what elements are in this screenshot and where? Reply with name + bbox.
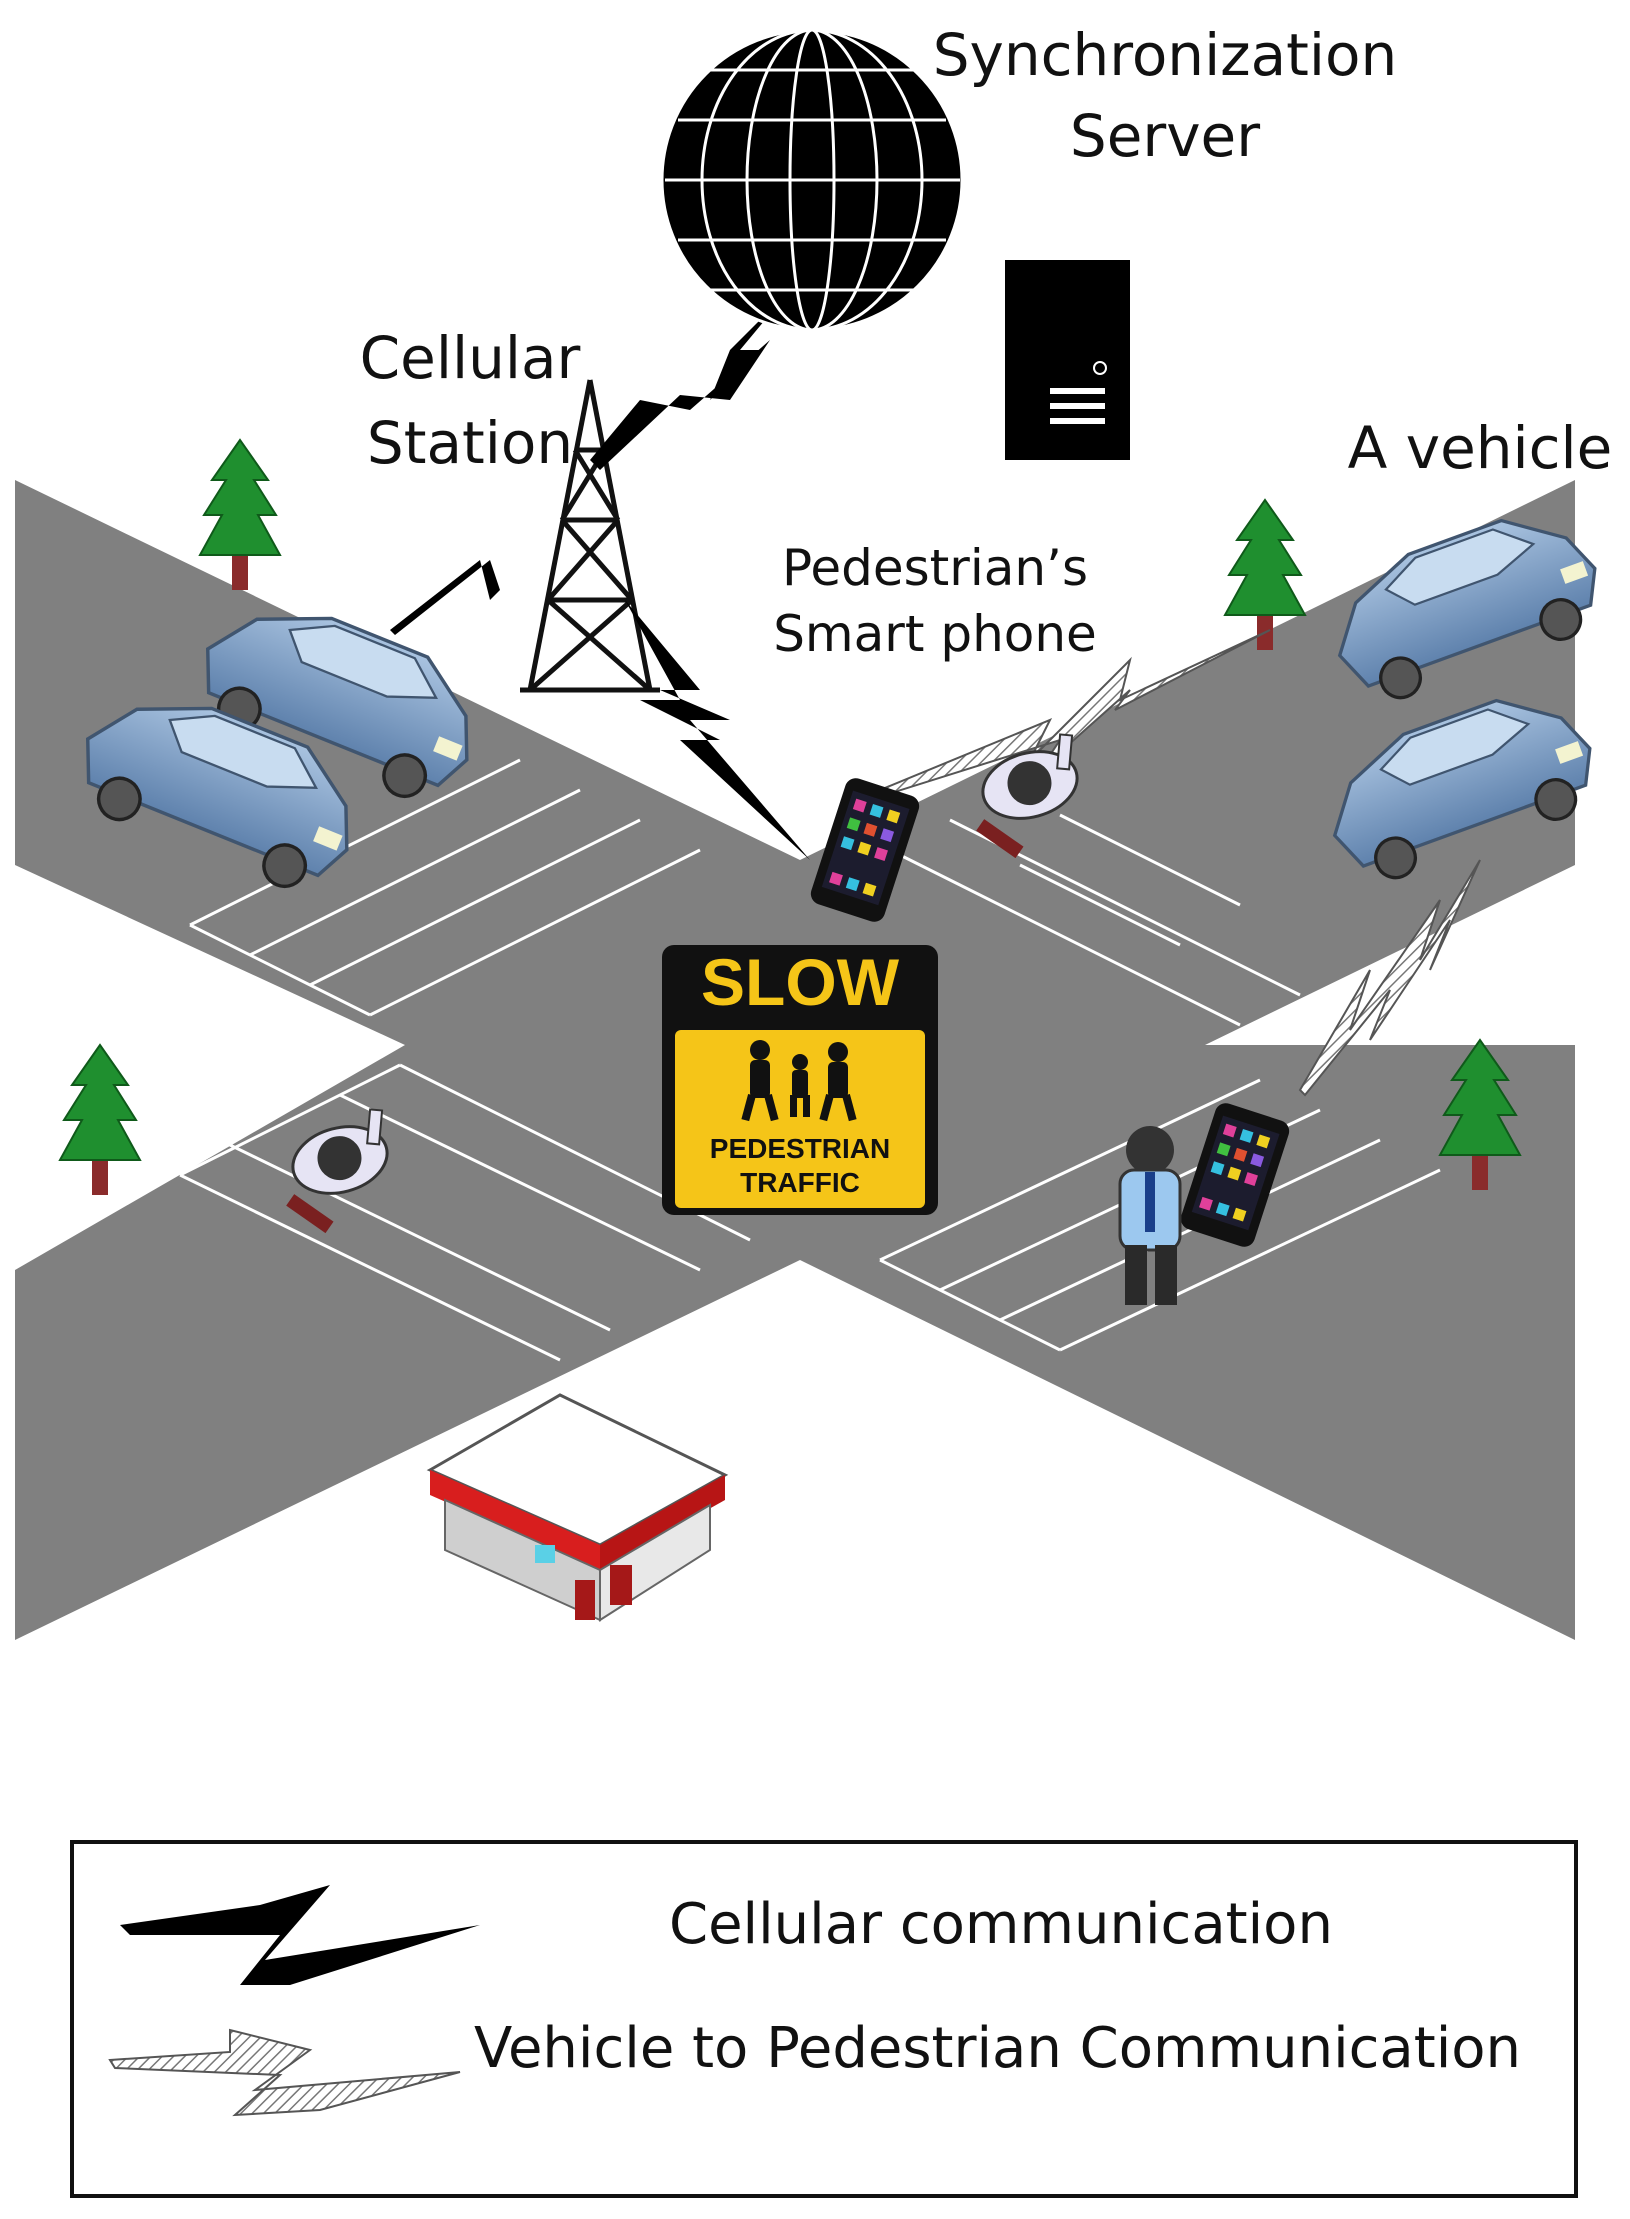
tree-icon: [59, 1044, 141, 1196]
sign-bottom-line1: PEDESTRIAN: [710, 1133, 890, 1164]
sign-top-text: SLOW: [701, 945, 900, 1019]
store-icon: [426, 1393, 729, 1622]
vehicle-label-text: A vehicle: [1347, 414, 1613, 482]
cellular-link-icon: [390, 290, 810, 860]
legend-cellular-label: Cellular communication: [669, 1892, 1333, 1957]
slow-sign: SLOW PEDESTRIAN TRAFFIC: [662, 945, 938, 1215]
legend-v2p-label: Vehicle to Pedestrian Communication: [474, 2016, 1522, 2081]
server-label-line1: Synchronization: [932, 21, 1398, 89]
cellular-station-label-line1: Cellular: [359, 324, 581, 392]
server-icon: [1005, 260, 1130, 460]
vehicle-label: A vehicle: [1340, 415, 1620, 482]
cellular-station-label: Cellular Station: [340, 325, 600, 476]
walking-children-icon: [741, 1040, 857, 1122]
legend-cellular-icon: [120, 1885, 480, 1985]
legend-v2p-icon: [108, 2028, 461, 2117]
pedestrian-icon: [1118, 1126, 1182, 1305]
sign-bottom-line2: TRAFFIC: [740, 1167, 860, 1198]
smartphone-label: Pedestrian’s Smart phone: [750, 539, 1120, 663]
server-label: Synchronization Server: [930, 22, 1400, 169]
cellular-tower-icon: [520, 379, 660, 693]
globe-icon: [660, 28, 964, 332]
legend: Cellular communication Vehicle to Pedest…: [70, 1840, 1578, 2198]
cellular-station-label-line2: Station: [366, 408, 574, 477]
smartphone-label-line2: Smart phone: [773, 604, 1097, 663]
smartphone-label-line1: Pedestrian’s: [781, 539, 1088, 597]
server-label-line2: Server: [1069, 101, 1261, 170]
tree-icon: [199, 439, 281, 591]
